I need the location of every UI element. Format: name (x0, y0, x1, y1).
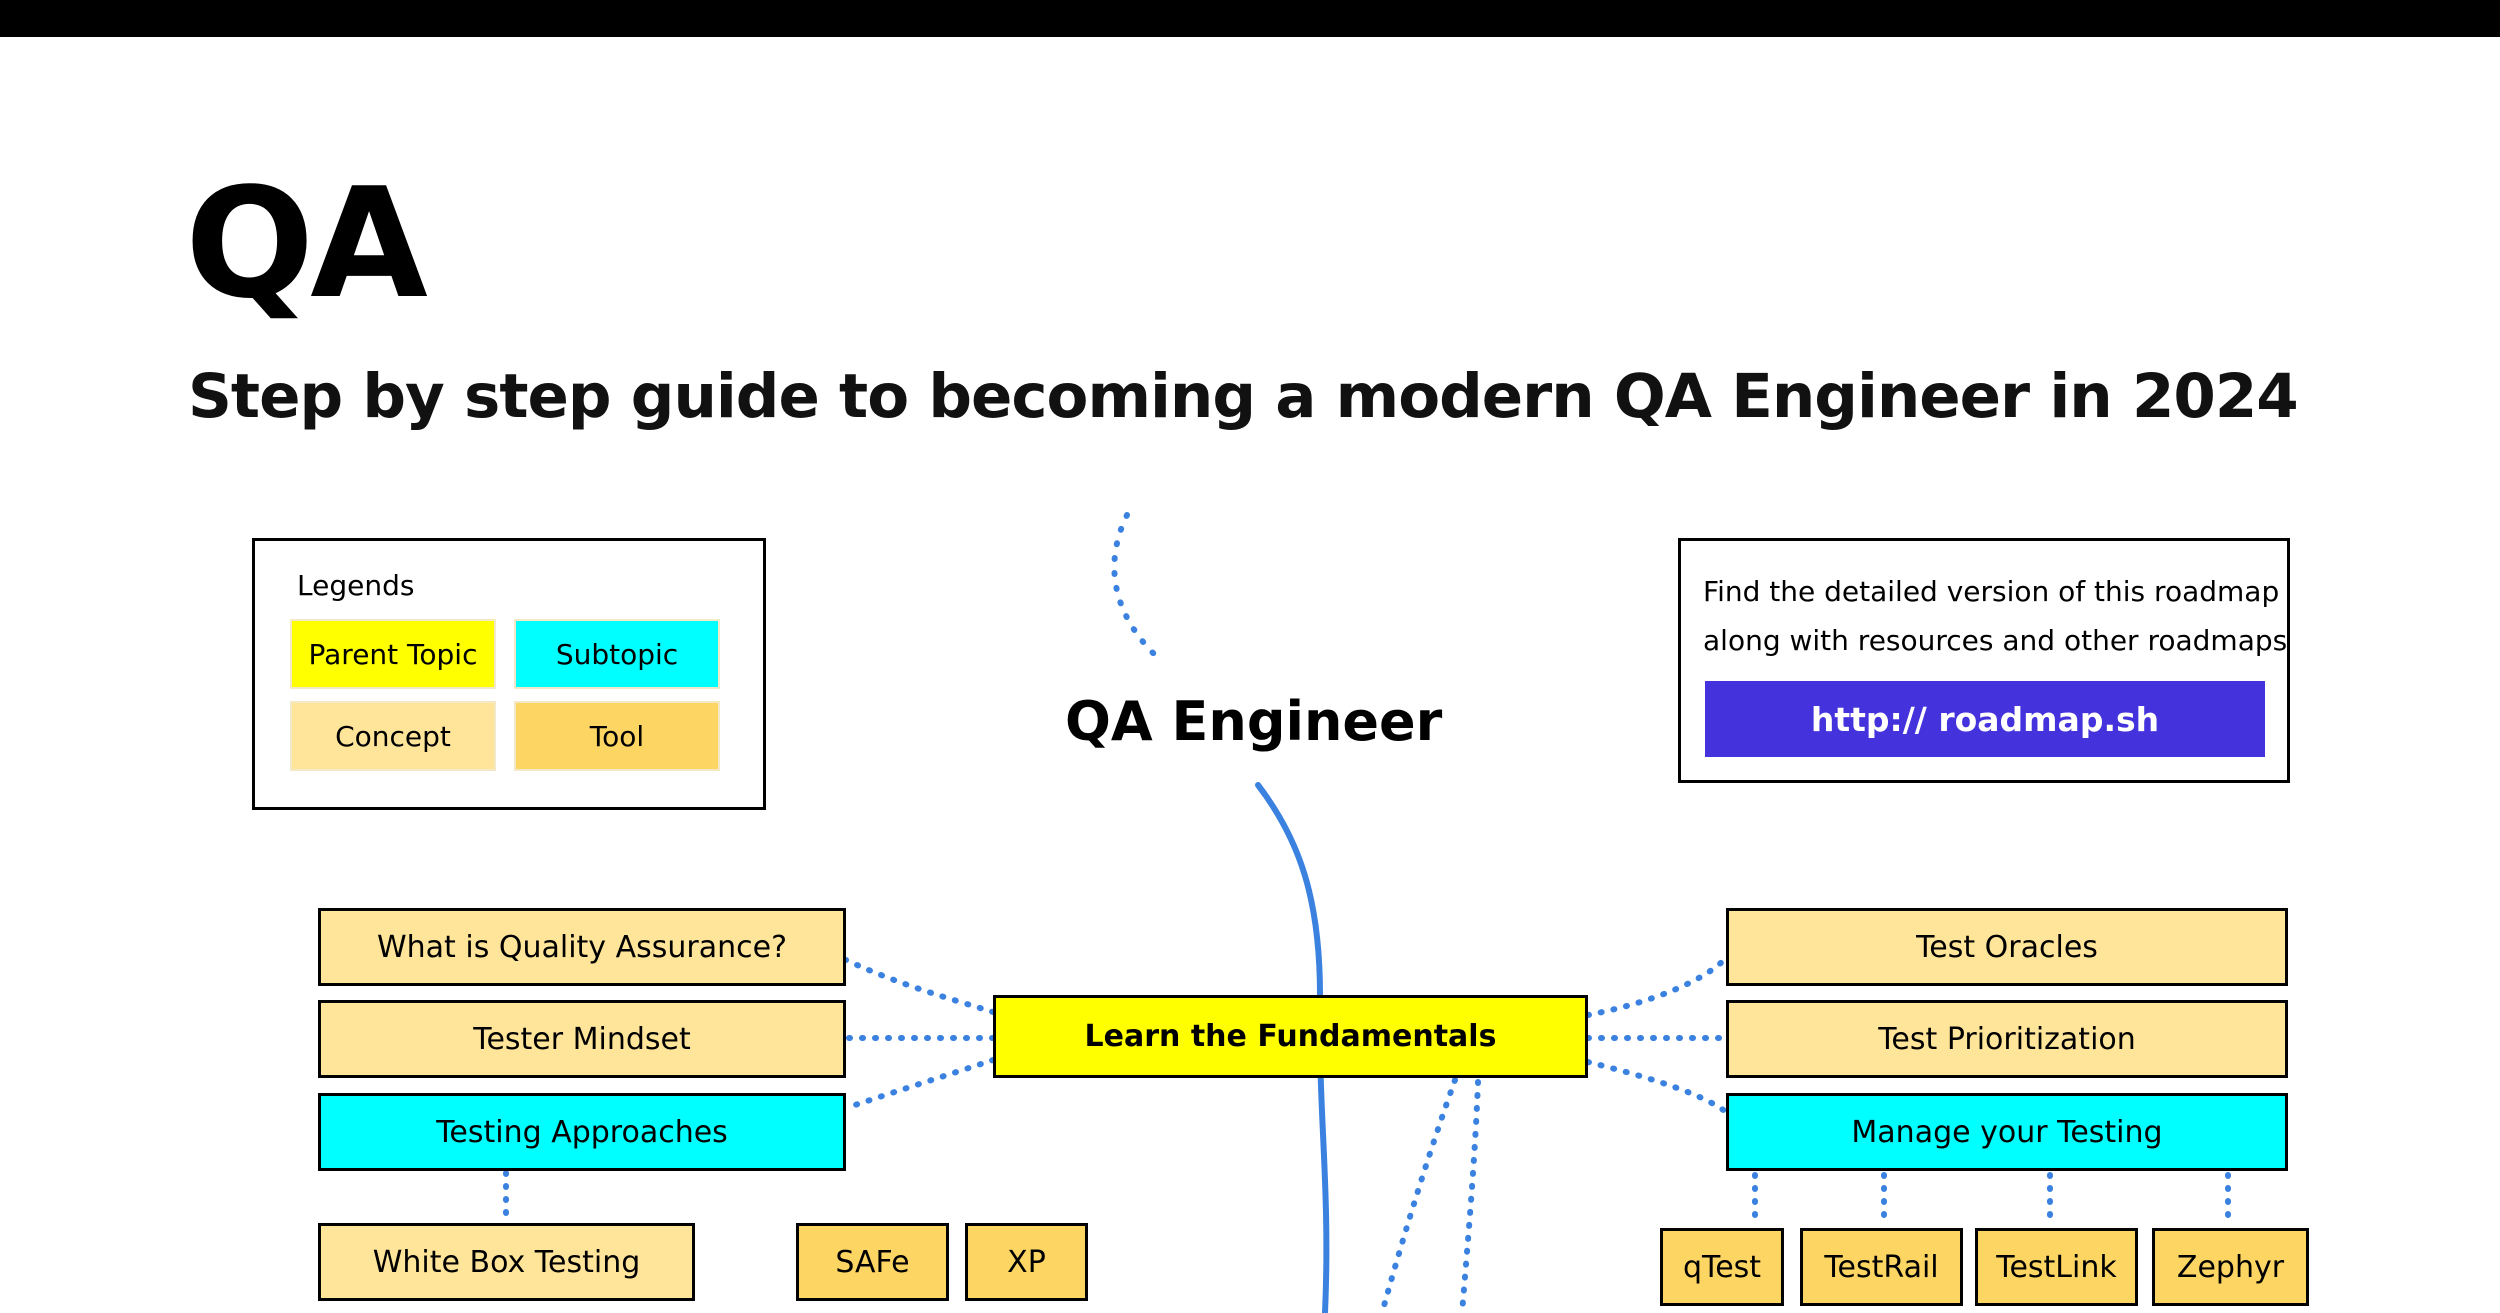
node-zephyr[interactable]: Zephyr (2152, 1228, 2309, 1306)
node-testing-approaches[interactable]: Testing Approaches (318, 1093, 846, 1171)
node-manage-testing[interactable]: Manage your Testing (1726, 1093, 2288, 1171)
node-learn-fundamentals[interactable]: Learn the Fundamentals (993, 995, 1588, 1078)
info-panel: Find the detailed version of this roadma… (1678, 538, 2290, 783)
connector-down-left (1379, 1077, 1458, 1313)
node-white-box-testing[interactable]: White Box Testing (318, 1223, 695, 1301)
legend-title: Legends (297, 569, 415, 602)
node-xp[interactable]: XP (965, 1223, 1088, 1301)
connector-testing-approaches (843, 1057, 996, 1111)
page-subtitle: Step by step guide to becoming a modern … (188, 361, 2299, 432)
node-test-oracles[interactable]: Test Oracles (1726, 908, 2288, 986)
node-testlink[interactable]: TestLink (1975, 1228, 2138, 1306)
entry-connector (1111, 512, 1158, 658)
node-testrail[interactable]: TestRail (1800, 1228, 1963, 1306)
node-safe[interactable]: SAFe (796, 1223, 949, 1301)
info-line-1: Find the detailed version of this roadma… (1703, 575, 2280, 608)
roadmap-link-button[interactable]: http:// roadmap.sh (1705, 681, 2265, 757)
legend-tool: Tool (514, 701, 720, 771)
legend-subtopic: Subtopic (514, 619, 720, 689)
info-line-2: along with resources and other roadmaps (1703, 624, 2288, 657)
legend-concept: Concept (290, 701, 496, 771)
node-qtest[interactable]: qTest (1660, 1228, 1784, 1306)
node-test-prioritization[interactable]: Test Prioritization (1726, 1000, 2288, 1078)
connector-what-is-qa (843, 957, 996, 1015)
top-bar (0, 0, 2500, 37)
node-what-is-qa[interactable]: What is Quality Assurance? (318, 908, 846, 986)
connector-down-right (1459, 1079, 1481, 1313)
legend-panel: Legends Parent Topic Subtopic Concept To… (252, 538, 766, 810)
node-tester-mindset[interactable]: Tester Mindset (318, 1000, 846, 1078)
connector-test-oracles (1585, 955, 1729, 1018)
connector-manage-testing (1585, 1059, 1729, 1115)
legend-parent-topic: Parent Topic (290, 619, 496, 689)
roadmap-title: QA Engineer (1065, 690, 1443, 753)
page-title: QA (185, 155, 428, 332)
